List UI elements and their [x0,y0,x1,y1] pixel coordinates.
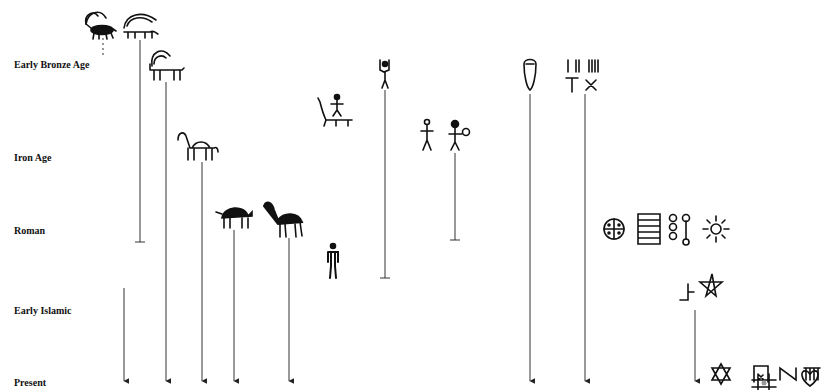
period-label: Iron Age [14,152,51,163]
period-label: Present [14,377,46,388]
period-label: Early Bronze Age [14,59,89,70]
period-label: Roman [14,225,45,236]
motifs [86,12,820,390]
period-label: Early Islamic [14,305,72,316]
time-lines [103,38,695,381]
